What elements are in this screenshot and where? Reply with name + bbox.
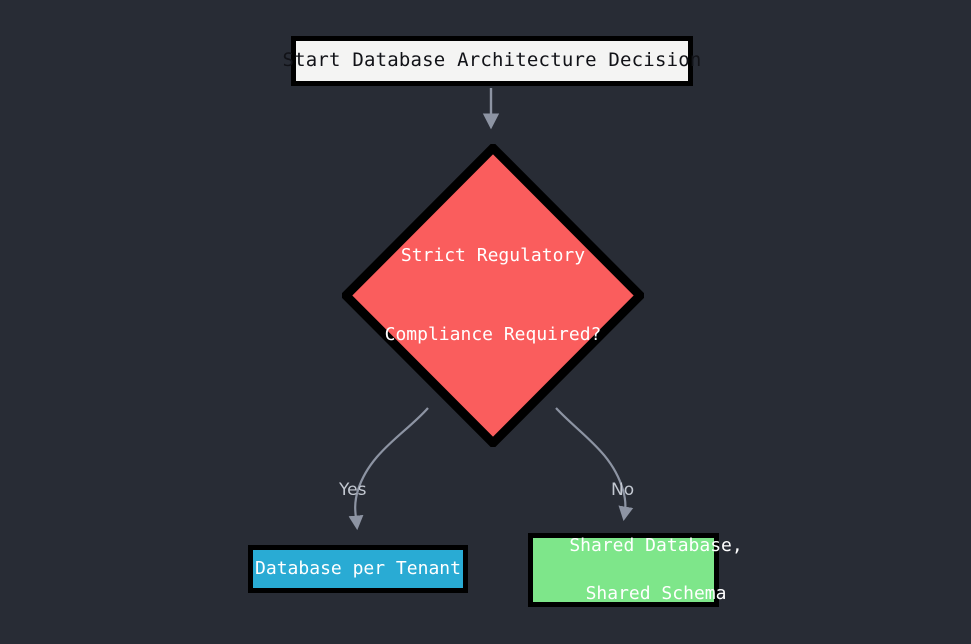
node-shared-label-wrap: Shared Database, Shared Schema: [504, 511, 742, 630]
node-shared-database-shared-schema[interactable]: Shared Database, Shared Schema: [528, 533, 743, 607]
node-shared-label-line2: Shared Schema: [585, 582, 727, 604]
node-decision-label-line1: Strict Regulatory: [400, 245, 586, 267]
node-tenant-label: Database per Tenant: [255, 558, 461, 580]
node-shared-label-line1: Shared Database,: [569, 535, 743, 557]
node-decision-label-wrap: Strict Regulatory Compliance Required?: [342, 191, 644, 400]
diamond-shape-icon: [342, 144, 644, 447]
edge-label-yes: Yes: [339, 480, 367, 500]
node-decision-label-line2: Compliance Required?: [384, 323, 602, 345]
edge-label-no: No: [611, 480, 635, 500]
node-database-per-tenant[interactable]: Database per Tenant: [248, 545, 468, 593]
node-start-database-architecture-decision[interactable]: Start Database Architecture Decision: [283, 36, 701, 86]
node-start-label: Start Database Architecture Decision: [282, 49, 702, 72]
node-decision-strict-regulatory-compliance[interactable]: Strict Regulatory Compliance Required?: [342, 144, 644, 447]
